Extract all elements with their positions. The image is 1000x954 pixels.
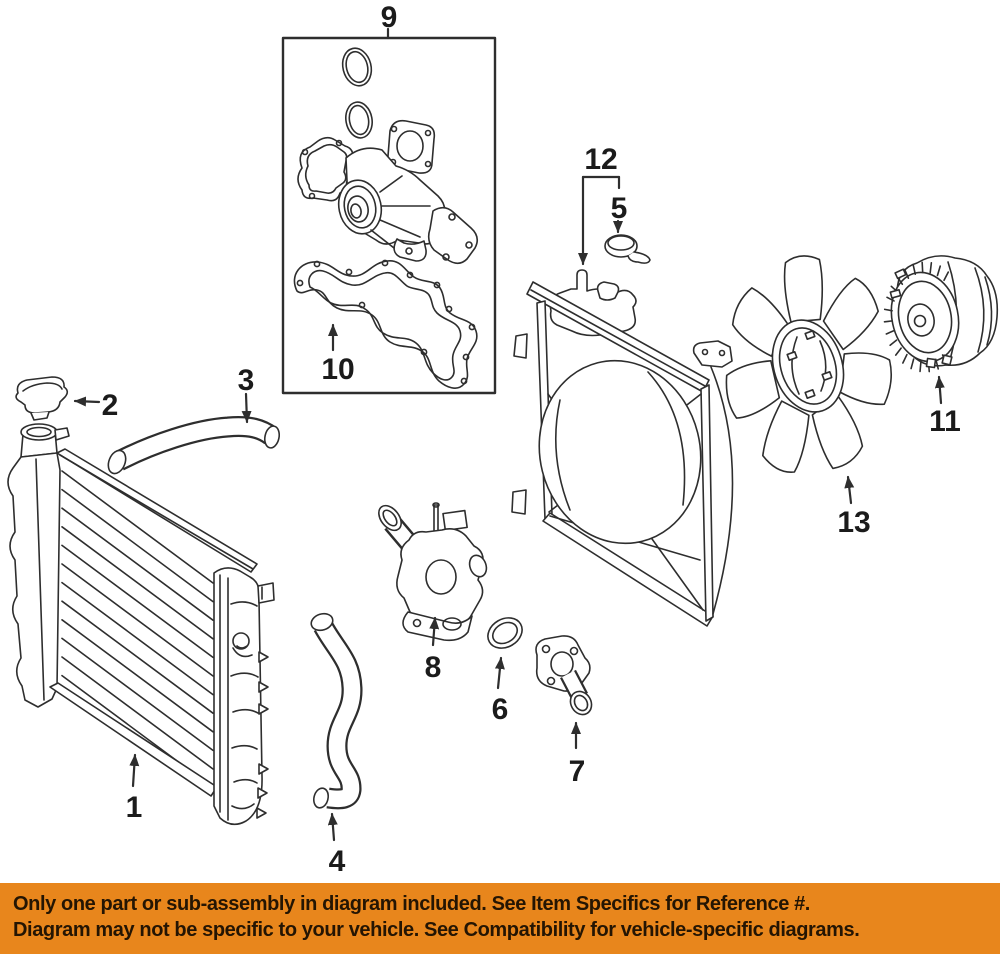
callout-label-2: 2 bbox=[102, 389, 119, 422]
callout-arrow-2 bbox=[73, 396, 101, 407]
fan-blades bbox=[725, 255, 893, 473]
callout-arrow-1 bbox=[129, 753, 140, 788]
o-ring-drawing bbox=[341, 47, 373, 139]
reservoir-cap-drawing bbox=[604, 234, 651, 264]
callout-label-6: 6 bbox=[492, 693, 509, 726]
callout-arrow-11 bbox=[934, 375, 945, 405]
disclaimer-line-1: Only one part or sub-assembly in diagram… bbox=[13, 893, 810, 915]
water-pump-kit-drawing bbox=[281, 36, 497, 395]
callout-arrow-13 bbox=[844, 475, 855, 505]
callout-arrow-8 bbox=[429, 616, 440, 647]
disclaimer-banner: Only one part or sub-assembly in diagram… bbox=[0, 883, 1000, 954]
callout-label-3: 3 bbox=[238, 364, 255, 397]
radiator-cap-drawing bbox=[15, 376, 69, 421]
callout-label-1: 1 bbox=[126, 791, 143, 824]
radiator-fins bbox=[61, 470, 214, 789]
upper-hose-drawing bbox=[107, 416, 281, 475]
diagram-area: 1 2 3 4 5 6 7 8 9 10 11 12 13 bbox=[7, 1, 999, 878]
thermostat-gasket-drawing bbox=[487, 617, 523, 649]
radiator-drawing bbox=[7, 423, 275, 826]
fan-shroud-drawing bbox=[511, 269, 734, 627]
callout-label-4: 4 bbox=[329, 845, 346, 878]
clutch-fins bbox=[883, 261, 950, 373]
callout-label-9: 9 bbox=[381, 1, 398, 34]
radiator-right-tank bbox=[213, 567, 275, 826]
water-pump-drawing bbox=[297, 119, 479, 265]
water-outlet-drawing bbox=[535, 635, 593, 716]
callout-label-11: 11 bbox=[929, 405, 961, 438]
fan-clutch-drawing bbox=[883, 255, 999, 373]
callouts: 1 2 3 4 5 6 7 8 9 10 11 12 13 bbox=[73, 1, 961, 878]
callout-arrow-4 bbox=[327, 812, 338, 842]
callout-label-13: 13 bbox=[837, 506, 870, 539]
fan-blade-drawing bbox=[725, 255, 893, 473]
callout-label-10: 10 bbox=[321, 353, 354, 386]
lower-hose-drawing bbox=[310, 612, 363, 810]
callout-label-12: 12 bbox=[584, 143, 617, 176]
callout-label-8: 8 bbox=[425, 651, 442, 684]
water-pump-gasket-drawing bbox=[293, 259, 478, 389]
water-inlet-drawing bbox=[378, 502, 488, 642]
callout-arrow-6 bbox=[494, 656, 505, 690]
disclaimer-line-2: Diagram may not be specific to your vehi… bbox=[13, 919, 860, 941]
callout-label-7: 7 bbox=[569, 755, 586, 788]
callout-label-5: 5 bbox=[611, 192, 628, 225]
cooling-system-diagram: 1 2 3 4 5 6 7 8 9 10 11 12 13 bbox=[7, 1, 999, 878]
callout-arrow-3 bbox=[241, 392, 252, 424]
